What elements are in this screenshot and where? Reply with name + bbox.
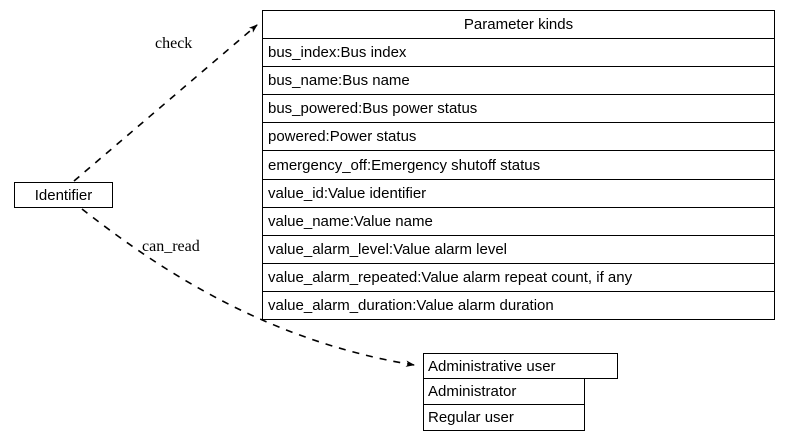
parameter-kind-label: emergency_off:Emergency shutoff status: [268, 156, 541, 174]
edge-label-can-read: can_read: [142, 238, 200, 255]
table-row[interactable]: bus_index:Bus index: [263, 39, 774, 68]
administrative-user-role-label: Administrator: [428, 383, 517, 400]
table-row[interactable]: value_name:Value name: [263, 208, 774, 236]
parameter-kind-label: value_name:Value name: [268, 212, 433, 230]
administrative-user-header-label: Administrative user: [428, 357, 556, 375]
parameter-kind-label: value_alarm_repeated:Value alarm repeat …: [268, 268, 633, 286]
table-row[interactable]: bus_powered:Bus power status: [263, 95, 774, 124]
parameter-kinds-header: Parameter kinds: [263, 11, 774, 40]
table-row[interactable]: bus_name:Bus name: [263, 67, 774, 96]
edge-label-check: check: [155, 35, 193, 52]
parameter-kind-label: value_id:Value identifier: [268, 184, 427, 202]
node-administrative-user[interactable]: Administrative user Administrator Regula…: [423, 353, 618, 431]
table-row[interactable]: powered:Power status: [263, 123, 774, 152]
parameter-kind-label: powered:Power status: [268, 128, 417, 146]
node-identifier[interactable]: Identifier: [14, 182, 113, 208]
table-row[interactable]: value_alarm_repeated:Value alarm repeat …: [263, 264, 774, 292]
table-row[interactable]: value_alarm_duration:Value alarm duratio…: [263, 292, 774, 319]
table-row[interactable]: Regular user: [423, 405, 585, 431]
parameter-kinds-header-label: Parameter kinds: [463, 16, 574, 34]
parameter-kind-label: bus_name:Bus name: [268, 72, 410, 90]
parameter-kind-label: bus_index:Bus index: [268, 44, 407, 62]
table-row[interactable]: value_alarm_level:Value alarm level: [263, 236, 774, 264]
parameter-kind-label: bus_powered:Bus power status: [268, 100, 478, 118]
table-row[interactable]: emergency_off:Emergency shutoff status: [263, 151, 774, 180]
administrative-user-role-label: Regular user: [428, 409, 514, 426]
parameter-kind-label: value_alarm_level:Value alarm level: [268, 240, 508, 258]
node-parameter-kinds[interactable]: Parameter kinds bus_index:Bus index bus_…: [262, 10, 775, 320]
node-identifier-label: Identifier: [34, 186, 93, 204]
table-row[interactable]: value_id:Value identifier: [263, 180, 774, 208]
parameter-kind-label: value_alarm_duration:Value alarm duratio…: [268, 296, 554, 314]
administrative-user-header: Administrative user: [423, 353, 618, 379]
table-row[interactable]: Administrator: [423, 379, 585, 405]
